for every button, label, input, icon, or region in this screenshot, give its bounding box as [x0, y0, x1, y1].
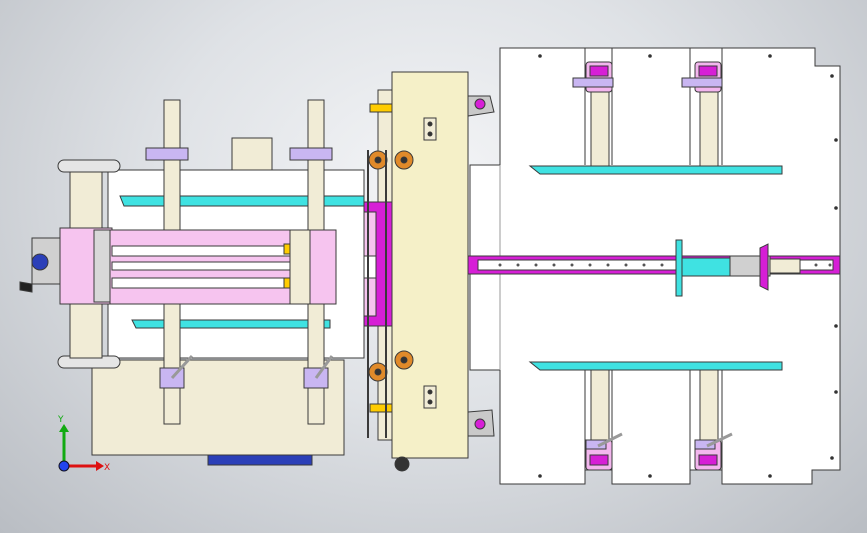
- z-axis-dot-icon: [58, 460, 70, 472]
- pink-bed-assembly: [59, 227, 337, 305]
- right-top-posts: [572, 61, 723, 169]
- center-cream-frame: [369, 71, 495, 472]
- right-cyan-rails: [528, 165, 783, 371]
- base-block: [91, 359, 345, 456]
- drive-motor: [19, 237, 61, 293]
- slider-carriage-cyan: [681, 257, 731, 277]
- right-table-screws: [538, 54, 838, 478]
- blue-base-bar: [207, 454, 313, 466]
- y-axis-label: Y: [57, 415, 64, 425]
- right-bottom-posts: [585, 367, 733, 471]
- axis-triad: X Y: [57, 415, 110, 473]
- magenta-slide-rail: [464, 239, 841, 297]
- x-axis-label: X: [104, 463, 110, 473]
